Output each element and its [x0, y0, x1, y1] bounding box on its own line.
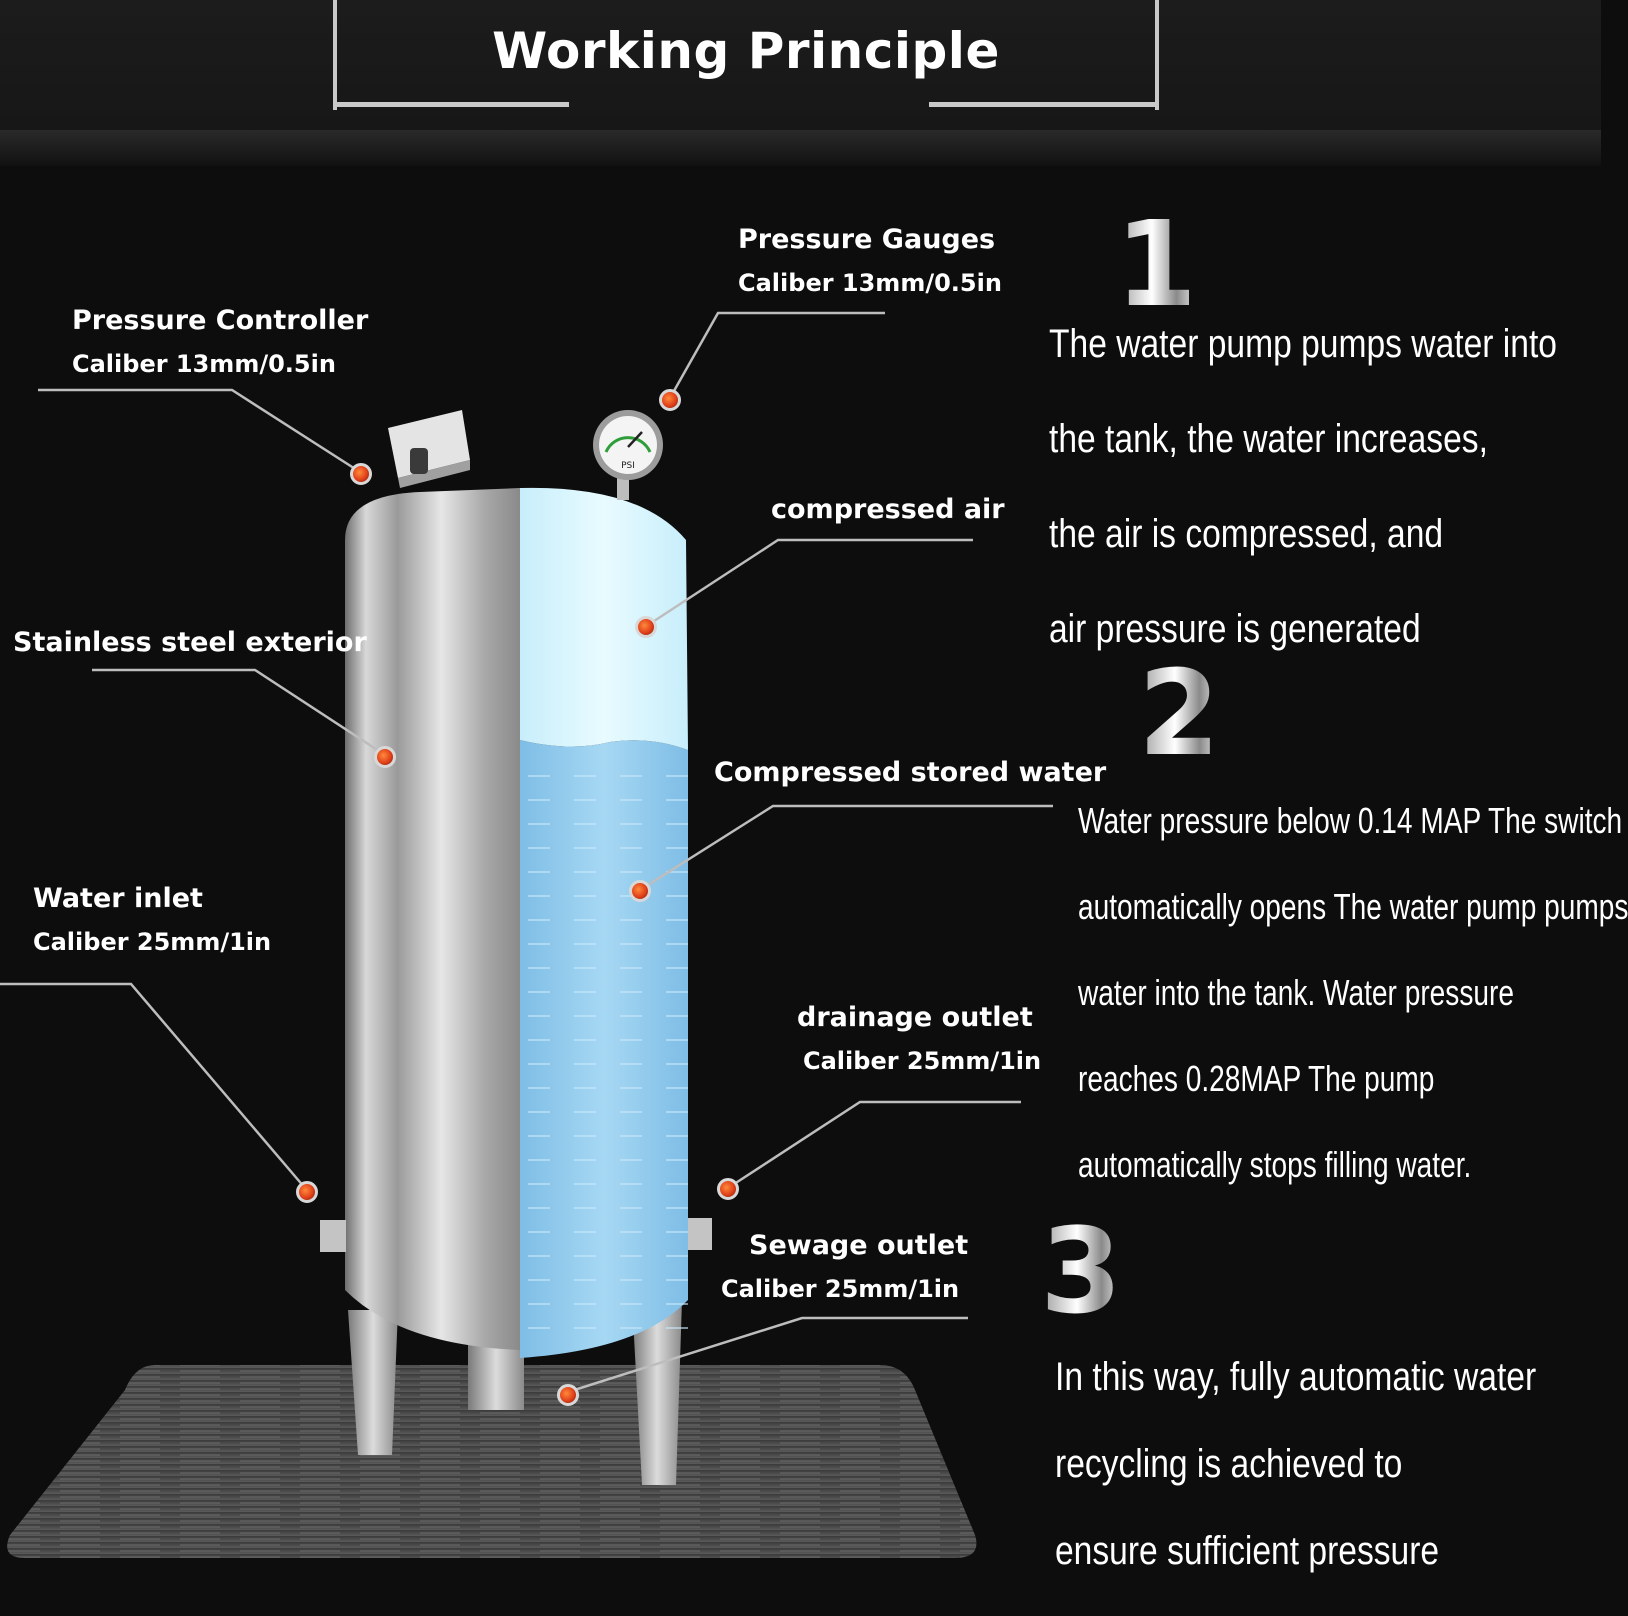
- header-band: [0, 0, 1601, 150]
- step-3-line: ensure sufficient pressure: [1055, 1529, 1440, 1573]
- label-stainless-steel-name: Stainless steel exterior: [13, 627, 367, 658]
- step-number-2: 2: [1138, 644, 1221, 782]
- step-3-line: recycling is achieved to: [1055, 1442, 1403, 1486]
- inlet-connector: [320, 1220, 346, 1252]
- tank-leg-left: [348, 1310, 398, 1455]
- leader-pressure-controller: [38, 388, 361, 474]
- label-sewage-outlet-name: Sewage outlet: [749, 1230, 969, 1261]
- tank-illustration: PSI: [0, 311, 1053, 1558]
- base-plate: [7, 1365, 977, 1558]
- marker-sewage-outlet: [557, 1384, 579, 1406]
- leader-drainage-outlet: [727, 1100, 1021, 1190]
- label-drainage-outlet-name: drainage outlet: [797, 1002, 1033, 1033]
- label-compressed-air-name: compressed air: [771, 494, 1005, 525]
- svg-text:PSI: PSI: [621, 461, 635, 471]
- tank-body: [345, 488, 520, 1350]
- step-3-text: In this way, fully automatic water recyc…: [1055, 1355, 1536, 1616]
- label-pressure-controller-caliber: Caliber 13mm/0.5in: [72, 350, 336, 378]
- leader-sewage-outlet: [567, 1316, 968, 1394]
- label-compressed-air: compressed air: [771, 496, 1005, 523]
- tank-leg-right: [632, 1300, 682, 1485]
- step-1-line: the air is compressed, and: [1049, 512, 1444, 556]
- leader-stainless-steel: [92, 668, 386, 757]
- step-1-line: the tank, the water increases,: [1049, 417, 1488, 461]
- step-number-3: 3: [1040, 1202, 1123, 1340]
- step-2-line: automatically opens The water pump pumps: [1078, 886, 1628, 927]
- step-1-line: air pressure is generated: [1049, 607, 1421, 651]
- step-2-line: automatically stops filling water.: [1078, 1144, 1472, 1185]
- label-compressed-water: Compressed stored water: [714, 759, 1106, 786]
- step-2-line: reaches 0.28MAP The pump: [1078, 1058, 1435, 1099]
- header-separator: [0, 130, 1601, 166]
- label-stainless-steel: Stainless steel exterior: [13, 629, 367, 656]
- label-pressure-controller: Pressure Controller Caliber 13mm/0.5in: [72, 307, 368, 376]
- leader-water-inlet: [0, 982, 306, 1189]
- step-2-line: Water pressure below 0.14 MAP The switch: [1078, 800, 1623, 841]
- title-frame: [333, 0, 1159, 110]
- label-pressure-controller-name: Pressure Controller: [72, 305, 369, 336]
- tank-air-side: [520, 487, 688, 750]
- marker-pressure-controller: [350, 463, 372, 485]
- step-number-1: 1: [1115, 195, 1198, 333]
- step-2-line: water into the tank. Water pressure: [1078, 972, 1514, 1013]
- step-1-text: The water pump pumps water into the tank…: [1049, 322, 1557, 702]
- pressure-controller-box: [388, 410, 470, 488]
- marker-compressed-water: [629, 880, 651, 902]
- label-water-inlet-caliber: Caliber 25mm/1in: [33, 928, 272, 956]
- leader-pressure-gauges: [668, 311, 885, 399]
- pressure-gauge: PSI: [593, 410, 663, 500]
- step-1-line: The water pump pumps water into: [1049, 322, 1557, 366]
- step-3-line: In this way, fully automatic water: [1055, 1355, 1537, 1399]
- label-sewage-outlet-caliber: Caliber 25mm/1in: [721, 1275, 960, 1303]
- leader-compressed-water: [639, 804, 1053, 892]
- page-title: Working Principle: [492, 22, 1000, 80]
- label-compressed-water-name: Compressed stored water: [714, 757, 1107, 788]
- label-pressure-gauges-name: Pressure Gauges: [738, 224, 996, 255]
- label-drainage-outlet: drainage outlet Caliber 25mm/1in: [797, 1004, 1041, 1073]
- tank-water-side: [520, 740, 688, 1358]
- marker-stainless-steel: [374, 746, 396, 768]
- leader-lines: [0, 311, 1053, 1394]
- leader-compressed-air: [647, 538, 973, 627]
- label-sewage-outlet: Sewage outlet Caliber 25mm/1in: [721, 1232, 968, 1301]
- marker-water-inlet: [296, 1181, 318, 1203]
- label-drainage-outlet-caliber: Caliber 25mm/1in: [803, 1047, 1042, 1075]
- label-water-inlet-name: Water inlet: [33, 883, 203, 914]
- label-pressure-gauges: Pressure Gauges Caliber 13mm/0.5in: [738, 226, 1002, 295]
- marker-pressure-gauges: [659, 389, 681, 411]
- step-2-text: Water pressure below 0.14 MAP The switch…: [1078, 800, 1628, 1230]
- water-ripples: [528, 775, 688, 1329]
- label-pressure-gauges-caliber: Caliber 13mm/0.5in: [738, 269, 1002, 297]
- marker-drainage-outlet: [717, 1178, 739, 1200]
- label-water-inlet: Water inlet Caliber 25mm/1in: [33, 885, 271, 954]
- marker-compressed-air: [635, 616, 657, 638]
- drain-connector: [688, 1218, 712, 1250]
